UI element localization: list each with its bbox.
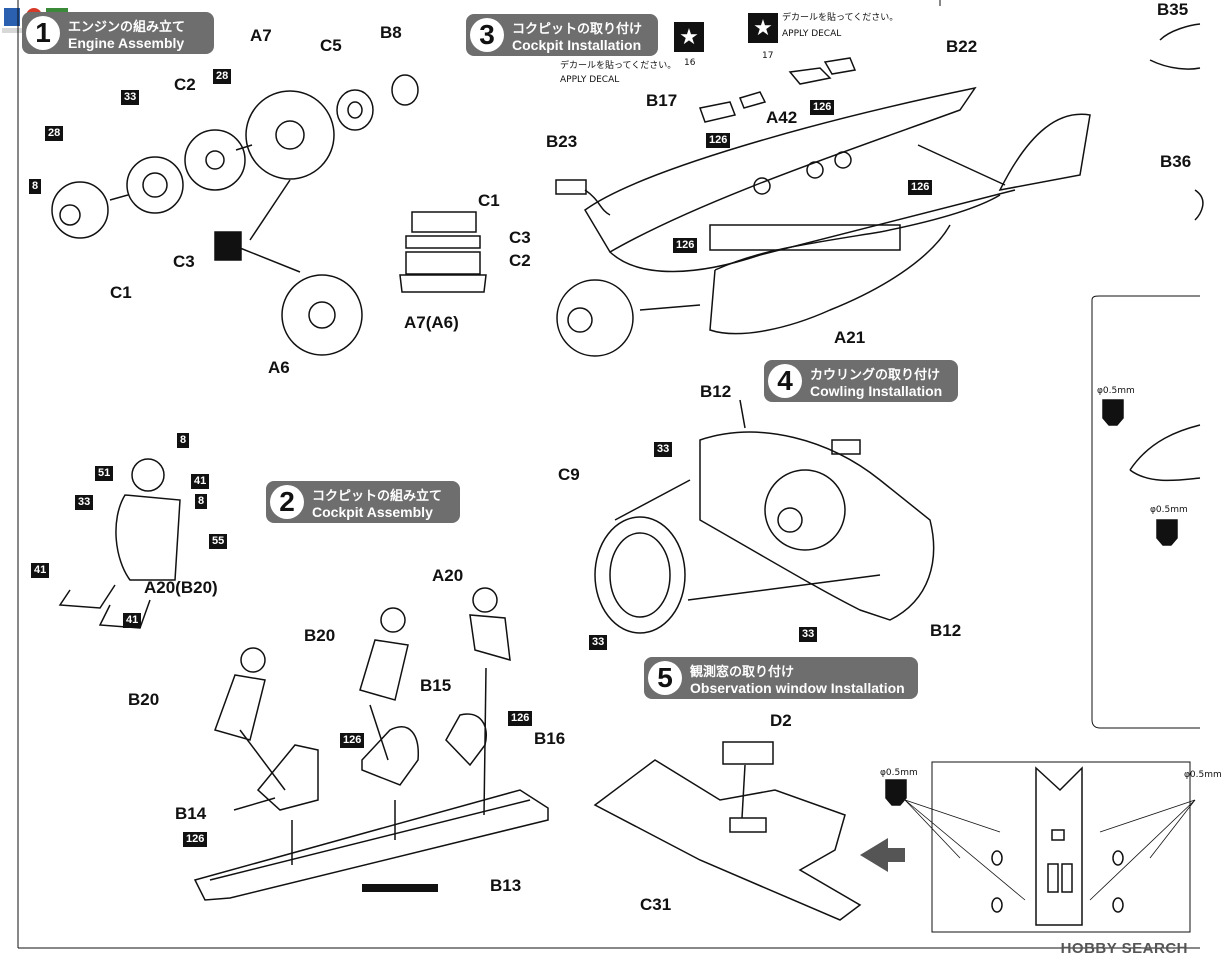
cowling-drawing	[594, 399, 935, 634]
step-5-number: 5	[648, 661, 682, 695]
apply-decal-jp: デカールを貼ってください。	[782, 13, 899, 23]
step-5-header: 5 観測窓の取り付け Observation window Installati…	[644, 657, 918, 699]
drill-size-label: φ0.5mm	[1150, 505, 1188, 515]
engine-drawing	[51, 74, 487, 356]
step-2-number: 2	[270, 485, 304, 519]
part-label-c3: C3	[509, 228, 531, 247]
color-tag: 126	[810, 100, 835, 115]
step-5-title-en: Observation window Installation	[690, 679, 905, 696]
part-label-b12: B12	[930, 621, 962, 640]
color-tag: 126	[183, 832, 208, 847]
part-label-a20b20: A20(B20)	[144, 578, 218, 597]
step-3-title-en: Cockpit Installation	[512, 36, 642, 53]
part-label-c1: C1	[110, 283, 132, 302]
color-tag: 8	[29, 179, 42, 194]
step-2-title-en: Cockpit Assembly	[312, 503, 433, 520]
color-tag: 33	[121, 90, 140, 105]
part-label-b23: B23	[546, 132, 578, 151]
color-tag: 33	[75, 495, 94, 510]
part-label-b8: B8	[380, 23, 402, 42]
part-label-b15: B15	[420, 676, 452, 695]
part-label-a42: A42	[766, 108, 798, 127]
color-tag: 28	[213, 69, 232, 84]
observation-window-drawing	[593, 741, 1196, 933]
part-label-c1: C1	[478, 191, 500, 210]
color-tag: 33	[654, 442, 673, 457]
color-tag: 126	[508, 711, 533, 726]
part-label-a6: A6	[268, 358, 290, 377]
apply-decal-jp: デカールを貼ってください。	[560, 61, 677, 71]
color-tag: 28	[45, 126, 64, 141]
color-tag: 33	[589, 635, 608, 650]
step-4-number: 4	[768, 364, 802, 398]
part-label-b35: B35	[1157, 0, 1189, 19]
color-tag: 41	[123, 613, 142, 628]
color-tag: 126	[673, 238, 698, 253]
color-tag: 41	[191, 474, 210, 489]
step-2-header: 2 コクピットの組み立て Cockpit Assembly	[266, 481, 460, 523]
color-tag: 8	[177, 433, 190, 448]
fuselage-drawing	[555, 57, 1091, 357]
apply-decal-note: デカールを貼ってください。 APPLY DECAL	[560, 60, 676, 86]
part-label-b13: B13	[490, 876, 522, 895]
step-4-title-jp: カウリングの取り付け	[810, 367, 941, 383]
step-3-title-jp: コクピットの取り付け	[512, 21, 643, 37]
decal-number: 17	[762, 51, 774, 61]
decal-star-icon: ★	[674, 22, 704, 52]
color-tag: 41	[31, 563, 50, 578]
part-label-c3: C3	[173, 252, 195, 271]
color-tag: 126	[340, 733, 365, 748]
drill-size-label: φ0.5mm	[1097, 386, 1135, 396]
color-tag: 126	[908, 180, 933, 195]
drill-size-label: φ0.5mm	[1184, 770, 1222, 780]
step-1-title-en: Engine Assembly	[68, 34, 185, 51]
part-label-b22: B22	[946, 37, 978, 56]
part-label-b16: B16	[534, 729, 566, 748]
part-label-a20: A20	[432, 566, 464, 585]
cockpit-drawing	[58, 458, 549, 901]
color-tag: 33	[799, 627, 818, 642]
step-2-title-jp: コクピットの組み立て	[312, 488, 443, 504]
apply-decal-en: APPLY DECAL	[782, 29, 842, 39]
part-label-a7: A7	[250, 26, 272, 45]
color-tag: 8	[195, 494, 208, 509]
sprue-bar	[362, 884, 438, 892]
part-label-b20: B20	[128, 690, 160, 709]
part-label-b36: B36	[1160, 152, 1192, 171]
apply-decal-note: デカールを貼ってください。 APPLY DECAL	[782, 12, 898, 40]
part-label-a21: A21	[834, 328, 866, 347]
color-tag: 51	[95, 466, 114, 481]
drill-size-label: φ0.5mm	[880, 768, 918, 778]
watermark: HOBBY SEARCH	[1060, 940, 1188, 957]
step-4-header: 4 カウリングの取り付け Cowling Installation	[764, 360, 958, 402]
part-label-c9: C9	[558, 465, 580, 484]
step-1-header: 1 エンジンの組み立て Engine Assembly	[22, 12, 214, 54]
color-tag: 55	[209, 534, 228, 549]
step-3-header: 3 コクピットの取り付け Cockpit Installation	[466, 14, 658, 56]
part-label-c2: C2	[174, 75, 196, 94]
step-1-title-jp: エンジンの組み立て	[68, 19, 186, 35]
step-3-number: 3	[470, 18, 504, 52]
apply-decal-en: APPLY DECAL	[560, 75, 620, 85]
part-label-b14: B14	[175, 804, 207, 823]
decal-star-icon: ★	[748, 13, 778, 43]
step-5-title-jp: 観測窓の取り付け	[690, 664, 795, 680]
decal-number: 16	[684, 58, 696, 68]
part-label-b17: B17	[646, 91, 678, 110]
part-label-a7a6: A7(A6)	[404, 313, 459, 332]
step-4-title-en: Cowling Installation	[810, 382, 943, 399]
part-label-c2: C2	[509, 251, 531, 270]
part-label-c5: C5	[320, 36, 342, 55]
part-label-b20: B20	[304, 626, 336, 645]
part-label-b12: B12	[700, 382, 732, 401]
part-label-d2: D2	[770, 711, 792, 730]
part-label-c31: C31	[640, 895, 672, 914]
color-tag: 126	[706, 133, 731, 148]
step-1-number: 1	[26, 16, 60, 50]
